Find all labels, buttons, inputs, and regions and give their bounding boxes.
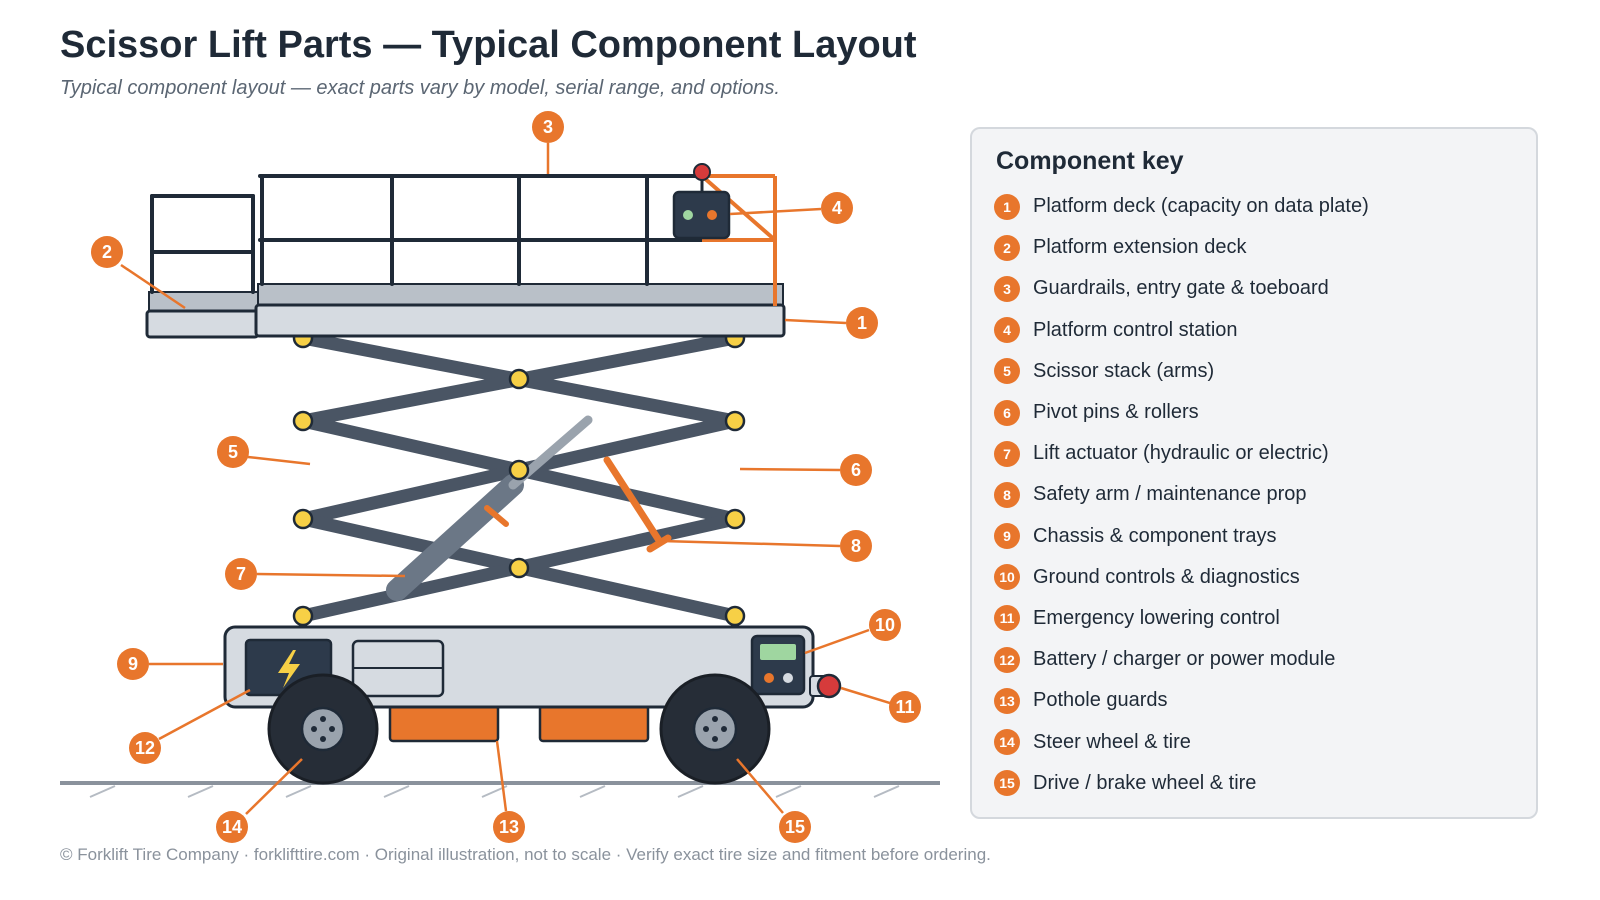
callout-15: 15 <box>779 811 811 843</box>
key-item: 7 Lift actuator (hydraulic or electric) <box>994 433 1514 474</box>
callout-1: 1 <box>846 307 878 339</box>
key-item-label: Emergency lowering control <box>1033 606 1280 629</box>
key-number-badge: 11 <box>994 605 1020 632</box>
key-item-label: Guardrails, entry gate & toeboard <box>1033 277 1329 300</box>
key-item: 5 Scissor stack (arms) <box>994 351 1514 392</box>
svg-text:4: 4 <box>832 198 842 218</box>
key-item: 13 Pothole guards <box>994 680 1514 721</box>
svg-text:13: 13 <box>499 817 519 837</box>
key-item-label: Ground controls & diagnostics <box>1033 565 1300 588</box>
svg-text:11: 11 <box>895 697 914 717</box>
entry-gate <box>700 174 777 306</box>
callout-12: 12 <box>129 732 161 764</box>
key-item-label: Scissor stack (arms) <box>1033 359 1215 382</box>
svg-text:3: 3 <box>543 117 553 137</box>
key-item: 8 Safety arm / maintenance prop <box>994 474 1514 515</box>
key-item: 3 Guardrails, entry gate & toeboard <box>994 268 1514 309</box>
callout-14: 14 <box>216 811 248 843</box>
key-item: 15 Drive / brake wheel & tire <box>994 763 1514 804</box>
callout-13: 13 <box>493 811 525 843</box>
key-number-badge: 15 <box>994 770 1020 797</box>
key-item: 14 Steer wheel & tire <box>994 721 1514 762</box>
key-item-label: Battery / charger or power module <box>1033 648 1336 671</box>
svg-text:9: 9 <box>128 654 138 674</box>
key-item: 2 Platform extension deck <box>994 227 1514 268</box>
guardrails <box>258 174 704 286</box>
svg-text:6: 6 <box>851 460 861 480</box>
key-number-badge: 14 <box>994 729 1020 756</box>
footer-credit: © Forklift Tire Company · forklifttire.c… <box>60 845 991 864</box>
callout-6: 6 <box>840 454 872 486</box>
lightning-icon <box>278 650 300 688</box>
leader-lines <box>120 143 891 815</box>
key-number-badge: 3 <box>994 275 1020 302</box>
ground <box>60 781 940 798</box>
key-item-label: Steer wheel & tire <box>1033 730 1191 753</box>
key-number-badge: 13 <box>994 687 1020 714</box>
component-key-panel: Component key 1 Platform deck (capacity o… <box>970 127 1538 819</box>
key-item: 11 Emergency lowering control <box>994 598 1514 639</box>
key-item: 10 Ground controls & diagnostics <box>994 557 1514 598</box>
safety-arm <box>603 456 672 553</box>
svg-text:10: 10 <box>875 615 895 635</box>
key-item-label: Pivot pins & rollers <box>1033 401 1199 424</box>
scissor-lift-diagram: 1 2 3 4 5 6 7 8 9 10 11 12 13 14 15 <box>60 111 940 843</box>
key-item: 4 Platform control station <box>994 310 1514 351</box>
steer-wheel <box>267 673 379 785</box>
callout-2: 2 <box>91 236 123 268</box>
callout-3: 3 <box>532 111 564 143</box>
key-number-badge: 8 <box>994 481 1020 508</box>
key-number-badge: 7 <box>994 440 1020 467</box>
key-number-badge: 6 <box>994 399 1020 426</box>
key-item-label: Platform extension deck <box>1033 236 1247 259</box>
key-number-badge: 1 <box>994 193 1020 220</box>
callout-4: 4 <box>821 192 853 224</box>
pivot-pins <box>292 327 746 627</box>
extension-deck <box>145 194 260 339</box>
pothole-guards <box>388 704 650 743</box>
page-subtitle: Typical component layout — exact parts v… <box>60 77 780 99</box>
key-item-label: Drive / brake wheel & tire <box>1033 771 1257 794</box>
key-item: 1 Platform deck (capacity on data plate) <box>994 186 1514 227</box>
drive-wheel <box>659 673 771 785</box>
svg-text:5: 5 <box>228 442 238 462</box>
key-item-label: Pothole guards <box>1033 689 1168 712</box>
platform-deck <box>254 283 786 338</box>
callout-8: 8 <box>840 530 872 562</box>
key-item: 6 Pivot pins & rollers <box>994 392 1514 433</box>
key-item-label: Lift actuator (hydraulic or electric) <box>1033 442 1329 465</box>
svg-text:7: 7 <box>236 564 246 584</box>
callout-5: 5 <box>217 436 249 468</box>
callout-9: 9 <box>117 648 149 680</box>
key-title: Component key <box>996 147 1184 175</box>
key-item-label: Safety arm / maintenance prop <box>1033 483 1307 506</box>
emergency-lowering-knob <box>809 673 842 699</box>
key-item-label: Platform deck (capacity on data plate) <box>1033 195 1369 218</box>
key-number-badge: 5 <box>994 358 1020 385</box>
key-number-badge: 12 <box>994 646 1020 673</box>
key-number-badge: 4 <box>994 317 1020 344</box>
svg-text:2: 2 <box>102 242 112 262</box>
page-title: Scissor Lift Parts — Typical Component L… <box>60 24 917 66</box>
svg-text:15: 15 <box>785 817 805 837</box>
callout-7: 7 <box>225 558 257 590</box>
key-number-badge: 2 <box>994 234 1020 261</box>
svg-text:14: 14 <box>222 817 242 837</box>
svg-text:1: 1 <box>857 313 867 333</box>
key-item-label: Platform control station <box>1033 318 1238 341</box>
callout-10: 10 <box>869 609 901 641</box>
platform-control-box <box>672 163 731 240</box>
key-number-badge: 9 <box>994 523 1020 550</box>
key-item-label: Chassis & component trays <box>1033 524 1277 547</box>
svg-text:12: 12 <box>135 738 155 758</box>
key-item: 12 Battery / charger or power module <box>994 639 1514 680</box>
callout-11: 11 <box>889 691 921 723</box>
ground-control-box <box>750 634 806 696</box>
key-item: 9 Chassis & component trays <box>994 516 1514 557</box>
svg-text:8: 8 <box>851 536 861 556</box>
key-number-badge: 10 <box>994 564 1020 591</box>
